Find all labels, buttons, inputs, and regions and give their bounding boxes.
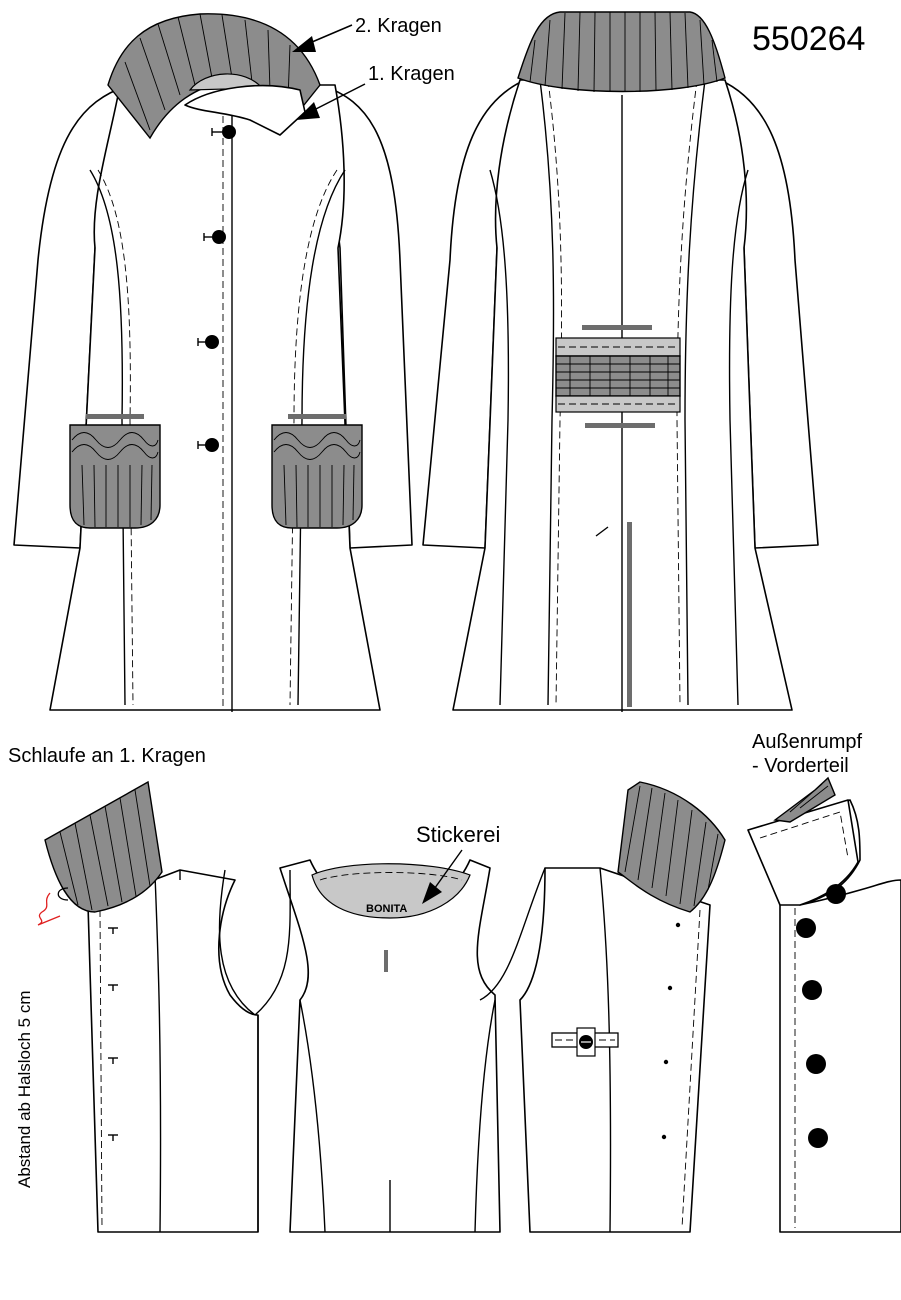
label-collar-1: 1. Kragen	[368, 63, 455, 85]
back-left-side-seam	[489, 169, 510, 706]
pattern-back: BONITA Stickerei	[279, 822, 501, 1233]
loop-shape	[57, 887, 69, 901]
pattern-armhole-right	[479, 867, 546, 1001]
front-right-pocket	[271, 414, 363, 529]
front-left-seam-stitch	[97, 169, 134, 706]
back-collar	[517, 11, 726, 93]
buckle-tab	[551, 1027, 619, 1057]
flat-pattern: Schlaufe an 1. Kragen Abstand ab Halsloc…	[8, 731, 901, 1233]
pattern-right-front	[519, 781, 726, 1233]
label-distance: Abstand ab Halsloch 5 cm	[15, 991, 34, 1189]
back-right-side-seam	[728, 169, 749, 706]
pattern-back-facing	[311, 863, 471, 919]
button	[212, 230, 226, 244]
button	[205, 438, 219, 452]
back-vent-bar	[627, 522, 632, 707]
coat-front-view	[13, 13, 413, 712]
coat-back-view	[422, 11, 819, 712]
back-right-panel-seam	[684, 79, 706, 706]
button	[826, 884, 846, 904]
arrow-collar-1	[309, 83, 366, 113]
back-belt	[555, 325, 681, 428]
button	[796, 918, 816, 938]
pattern-left-front	[37, 780, 259, 1233]
loop-red-mark	[37, 892, 61, 926]
arrow-embroidery-head	[422, 882, 442, 904]
label-loop: Schlaufe an 1. Kragen	[8, 745, 206, 767]
label-collar-2: 2. Kragen	[355, 15, 442, 37]
front-right-seam	[297, 169, 346, 706]
pattern-right-collar-ribs	[624, 785, 719, 907]
arrow-collar-1-head	[296, 102, 320, 120]
arrow-collar-2-head	[292, 36, 316, 52]
article-number: 550264	[752, 20, 865, 58]
left-front-buttonholes	[108, 927, 118, 1141]
back-collar-ribs	[529, 11, 718, 93]
button	[808, 1128, 828, 1148]
pattern-outer-front	[747, 776, 901, 1233]
embroidery-text: BONITA	[366, 903, 407, 915]
front-buttons	[197, 125, 236, 452]
pattern-armhole-left	[218, 869, 256, 1016]
pattern-outer-front-collar	[773, 776, 836, 823]
button	[205, 335, 219, 349]
front-right-seam-stitch	[289, 169, 338, 706]
label-embroidery: Stickerei	[416, 822, 500, 847]
vent-mark	[595, 526, 609, 537]
front-collar-1	[184, 84, 306, 136]
pattern-left-collar	[44, 780, 163, 913]
back-left-panel-seam	[539, 79, 555, 706]
label-front-piece: - Vorderteil	[752, 755, 849, 777]
pattern-right-collar	[617, 781, 726, 913]
button	[222, 125, 236, 139]
front-body	[49, 84, 381, 711]
front-left-pocket	[69, 414, 161, 529]
pattern-left-collar-ribs	[59, 789, 151, 911]
pattern-armhole-mid	[254, 869, 291, 1016]
label-outer-body: Außenrumpf	[752, 731, 862, 753]
front-left-seam	[89, 169, 126, 706]
button	[806, 1054, 826, 1074]
button	[802, 980, 822, 1000]
